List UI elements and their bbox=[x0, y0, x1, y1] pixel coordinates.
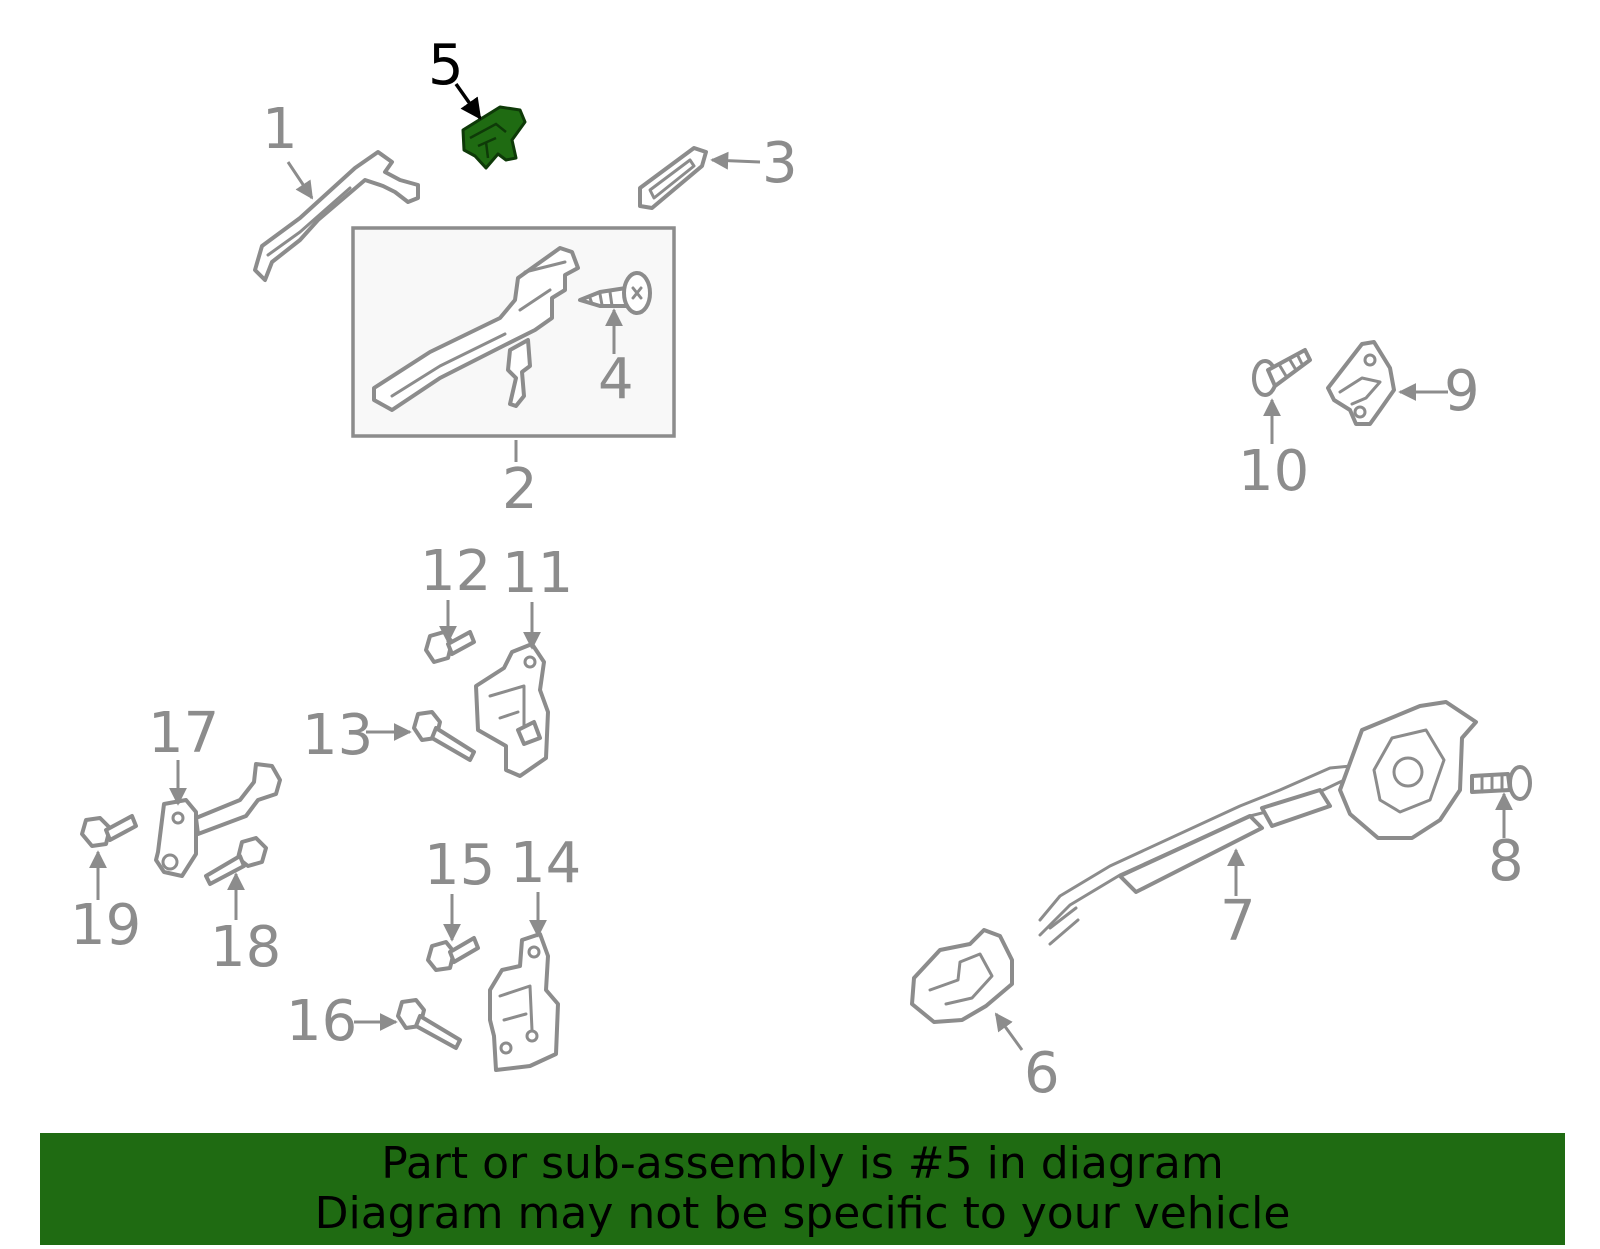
info-banner: Part or sub-assembly is #5 in diagram Di… bbox=[40, 1133, 1565, 1245]
latch-assembly[interactable] bbox=[1338, 700, 1478, 840]
callout-7: 7 bbox=[1220, 889, 1256, 954]
banner-line-1: Part or sub-assembly is #5 in diagram bbox=[381, 1138, 1224, 1189]
callout-8: 8 bbox=[1488, 829, 1524, 894]
leader-lines bbox=[89, 82, 1513, 1051]
callout-9: 9 bbox=[1444, 359, 1480, 424]
part-17-door-check[interactable] bbox=[154, 762, 282, 878]
callout-14: 14 bbox=[510, 831, 581, 896]
part-8-bolt[interactable] bbox=[1470, 765, 1532, 801]
part-2-handle-frame-box[interactable] bbox=[351, 226, 676, 438]
callout-4: 4 bbox=[598, 347, 634, 412]
banner-line-2: Diagram may not be specific to your vehi… bbox=[314, 1188, 1291, 1239]
callout-15: 15 bbox=[424, 833, 495, 898]
callout-2: 2 bbox=[502, 457, 538, 522]
part-13-bolt[interactable] bbox=[412, 710, 476, 762]
part-14-lower-hinge[interactable] bbox=[488, 932, 560, 1072]
part-6-lock-cover[interactable] bbox=[910, 928, 1014, 1024]
part-9-striker[interactable] bbox=[1326, 340, 1396, 426]
part-1-outside-handle[interactable] bbox=[253, 150, 420, 282]
callout-labels: 1 2 3 4 5 6 7 8 9 10 11 12 13 14 15 16 1… bbox=[70, 33, 1524, 1106]
part-3-handle-cover[interactable] bbox=[638, 146, 708, 210]
callout-5: 5 bbox=[428, 33, 464, 98]
callout-19: 19 bbox=[70, 893, 141, 958]
part-12-bolt[interactable] bbox=[424, 630, 476, 664]
callout-1: 1 bbox=[262, 97, 298, 162]
callout-10: 10 bbox=[1238, 439, 1309, 504]
part-11-upper-hinge[interactable] bbox=[474, 642, 550, 778]
callout-11: 11 bbox=[502, 541, 573, 606]
part-18-bolt[interactable] bbox=[204, 836, 268, 886]
part-10-bolt[interactable] bbox=[1252, 348, 1312, 397]
callout-18: 18 bbox=[210, 915, 281, 980]
part-16-bolt[interactable] bbox=[396, 998, 462, 1050]
part-15-bolt[interactable] bbox=[426, 936, 480, 972]
callout-17: 17 bbox=[148, 701, 219, 766]
callout-13: 13 bbox=[302, 703, 373, 768]
callout-12: 12 bbox=[420, 539, 491, 604]
part-19-bolt[interactable] bbox=[80, 814, 138, 848]
callout-6: 6 bbox=[1024, 1041, 1060, 1106]
part-4-screw[interactable] bbox=[578, 271, 652, 315]
part-7-cables[interactable] bbox=[1038, 762, 1374, 946]
callout-16: 16 bbox=[286, 989, 357, 1054]
callout-3: 3 bbox=[762, 131, 798, 196]
part-5-highlighted[interactable] bbox=[461, 105, 527, 170]
